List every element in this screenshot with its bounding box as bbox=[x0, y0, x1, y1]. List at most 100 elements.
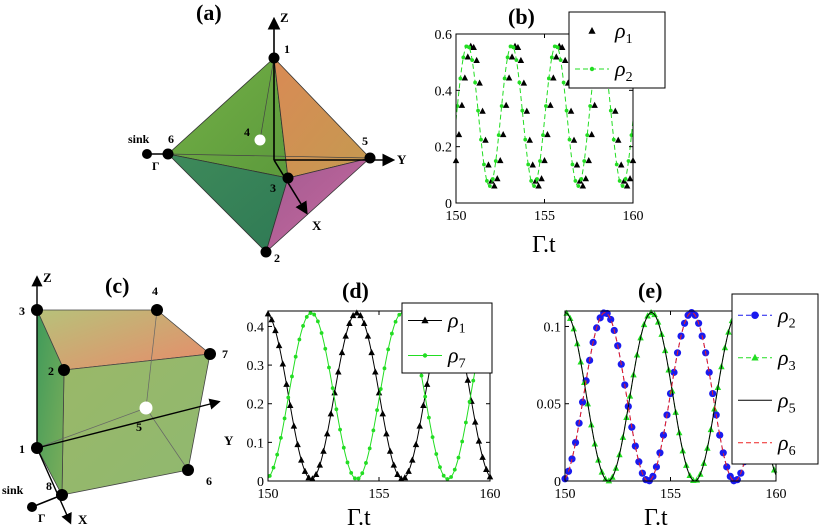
chart-b-point bbox=[608, 108, 613, 113]
chart-e-ytick-label: 0.1 bbox=[544, 320, 562, 335]
chart-b-point bbox=[576, 177, 584, 184]
chart-d-point bbox=[304, 315, 309, 319]
chart-e-ytick-label: 0 bbox=[554, 475, 561, 490]
cube-edge-hidden bbox=[145, 309, 158, 409]
chart-b-point bbox=[496, 133, 501, 138]
cube-vertex-4 bbox=[151, 304, 163, 316]
chart-d-xtick-label: 150 bbox=[258, 487, 279, 502]
chart-d-point bbox=[441, 473, 446, 478]
chart-d-point bbox=[309, 475, 316, 482]
chart-b-point bbox=[623, 177, 628, 181]
chart-d-point bbox=[286, 395, 291, 400]
chart-d-point bbox=[275, 342, 283, 349]
chart-d-legend-label: ρ1 bbox=[447, 308, 466, 337]
chart-b-legend-label: ρ2 bbox=[614, 56, 633, 85]
cube-vertex-1 bbox=[31, 442, 43, 454]
chart-b-point bbox=[629, 133, 634, 138]
chart-d-point bbox=[297, 337, 302, 342]
chart-b-legend-marker bbox=[589, 66, 595, 72]
cube-vertex-label-7: 7 bbox=[222, 347, 228, 361]
panel-a-label: (a) bbox=[196, 0, 222, 25]
chart-e-point bbox=[571, 438, 580, 447]
vertex-label-2: 2 bbox=[274, 251, 280, 265]
chart-b-point bbox=[523, 137, 528, 142]
chart-b-point bbox=[488, 177, 495, 184]
chart-b-point bbox=[476, 108, 480, 113]
chart-d-point bbox=[452, 467, 457, 472]
chart-b-point bbox=[582, 159, 587, 163]
chart-d-point bbox=[349, 470, 354, 475]
chart-d-point bbox=[335, 368, 342, 375]
chart-e-series-3-line bbox=[564, 312, 777, 482]
chart-d-point bbox=[382, 366, 387, 371]
chart-b-point bbox=[626, 175, 634, 182]
chart-d-point bbox=[345, 460, 350, 465]
chart-d-point bbox=[282, 416, 287, 421]
chart-b-point bbox=[564, 108, 569, 113]
chart-b-point bbox=[550, 74, 557, 81]
chart-b-point bbox=[464, 44, 469, 49]
chart-d-xtick-label: 155 bbox=[369, 487, 390, 502]
chart-b-point bbox=[505, 55, 510, 60]
vertex-label-4: 4 bbox=[244, 125, 250, 139]
chart-b-xtick-label: 160 bbox=[623, 209, 644, 224]
chart-d-point bbox=[423, 380, 431, 387]
chart-b-point bbox=[538, 175, 545, 182]
chart-b-point bbox=[541, 156, 548, 164]
chart-b-xtick-label: 155 bbox=[534, 209, 555, 224]
cube-vertex-label-3: 3 bbox=[19, 304, 25, 318]
octahedron-edge-hidden bbox=[167, 153, 371, 159]
chart-e-series-3 bbox=[564, 312, 777, 482]
vertex-2 bbox=[260, 246, 272, 258]
chart-d-point bbox=[327, 365, 331, 370]
chart-b-point bbox=[458, 101, 466, 108]
chart-d-point bbox=[312, 470, 320, 478]
chart-d-point bbox=[342, 332, 349, 339]
chart-d-point bbox=[371, 428, 376, 433]
chart-d-ytick-label: 0.2 bbox=[247, 398, 265, 413]
chart-d-point bbox=[416, 422, 423, 429]
chart-d-legend-label: ρ7 bbox=[447, 343, 466, 372]
chart-b-label: (b) bbox=[508, 4, 535, 29]
chart-d-point bbox=[375, 408, 379, 413]
chart-d-point bbox=[298, 456, 305, 463]
vertex-6 bbox=[162, 148, 174, 160]
vertex-label-5: 5 bbox=[362, 134, 368, 148]
chart-d-point bbox=[372, 368, 379, 375]
chart-b-point bbox=[576, 184, 581, 188]
chart-b-point bbox=[493, 159, 498, 163]
chart-e-legend-label: ρ6 bbox=[777, 430, 796, 459]
chart-d-point bbox=[393, 319, 398, 324]
chart-d-label: (d) bbox=[342, 278, 369, 303]
chart-d-point bbox=[390, 461, 398, 468]
chart-b-point bbox=[487, 184, 492, 188]
chart-d-ytick-label: 0.3 bbox=[247, 359, 265, 374]
cube-vertex-8 bbox=[56, 489, 68, 501]
chart-d-point bbox=[305, 474, 312, 481]
cube-sink-label: sink bbox=[2, 483, 24, 497]
chart-b-point bbox=[502, 101, 510, 108]
vertex-5 bbox=[364, 152, 376, 164]
chart-b-point bbox=[529, 161, 536, 168]
chart-d-point bbox=[383, 430, 390, 437]
chart-b-point bbox=[520, 79, 528, 86]
chart-d-point bbox=[412, 441, 420, 448]
chart-d-ytick-label: 0.4 bbox=[247, 320, 265, 335]
cube-gamma-label: Γ bbox=[38, 511, 46, 525]
chart-b-point bbox=[591, 101, 598, 108]
chart-d-point bbox=[319, 331, 324, 335]
chart-b-point bbox=[461, 55, 466, 60]
chart-b-point bbox=[573, 161, 581, 168]
chart-d-point bbox=[290, 422, 298, 429]
chart-d-point bbox=[316, 461, 324, 468]
chart-d-point bbox=[312, 312, 317, 317]
chart-d-point bbox=[360, 319, 368, 327]
chart-b-point bbox=[514, 58, 519, 63]
chart-d-point bbox=[423, 394, 428, 399]
chart-d-point bbox=[471, 378, 476, 383]
chart-e-label: (e) bbox=[638, 278, 662, 303]
